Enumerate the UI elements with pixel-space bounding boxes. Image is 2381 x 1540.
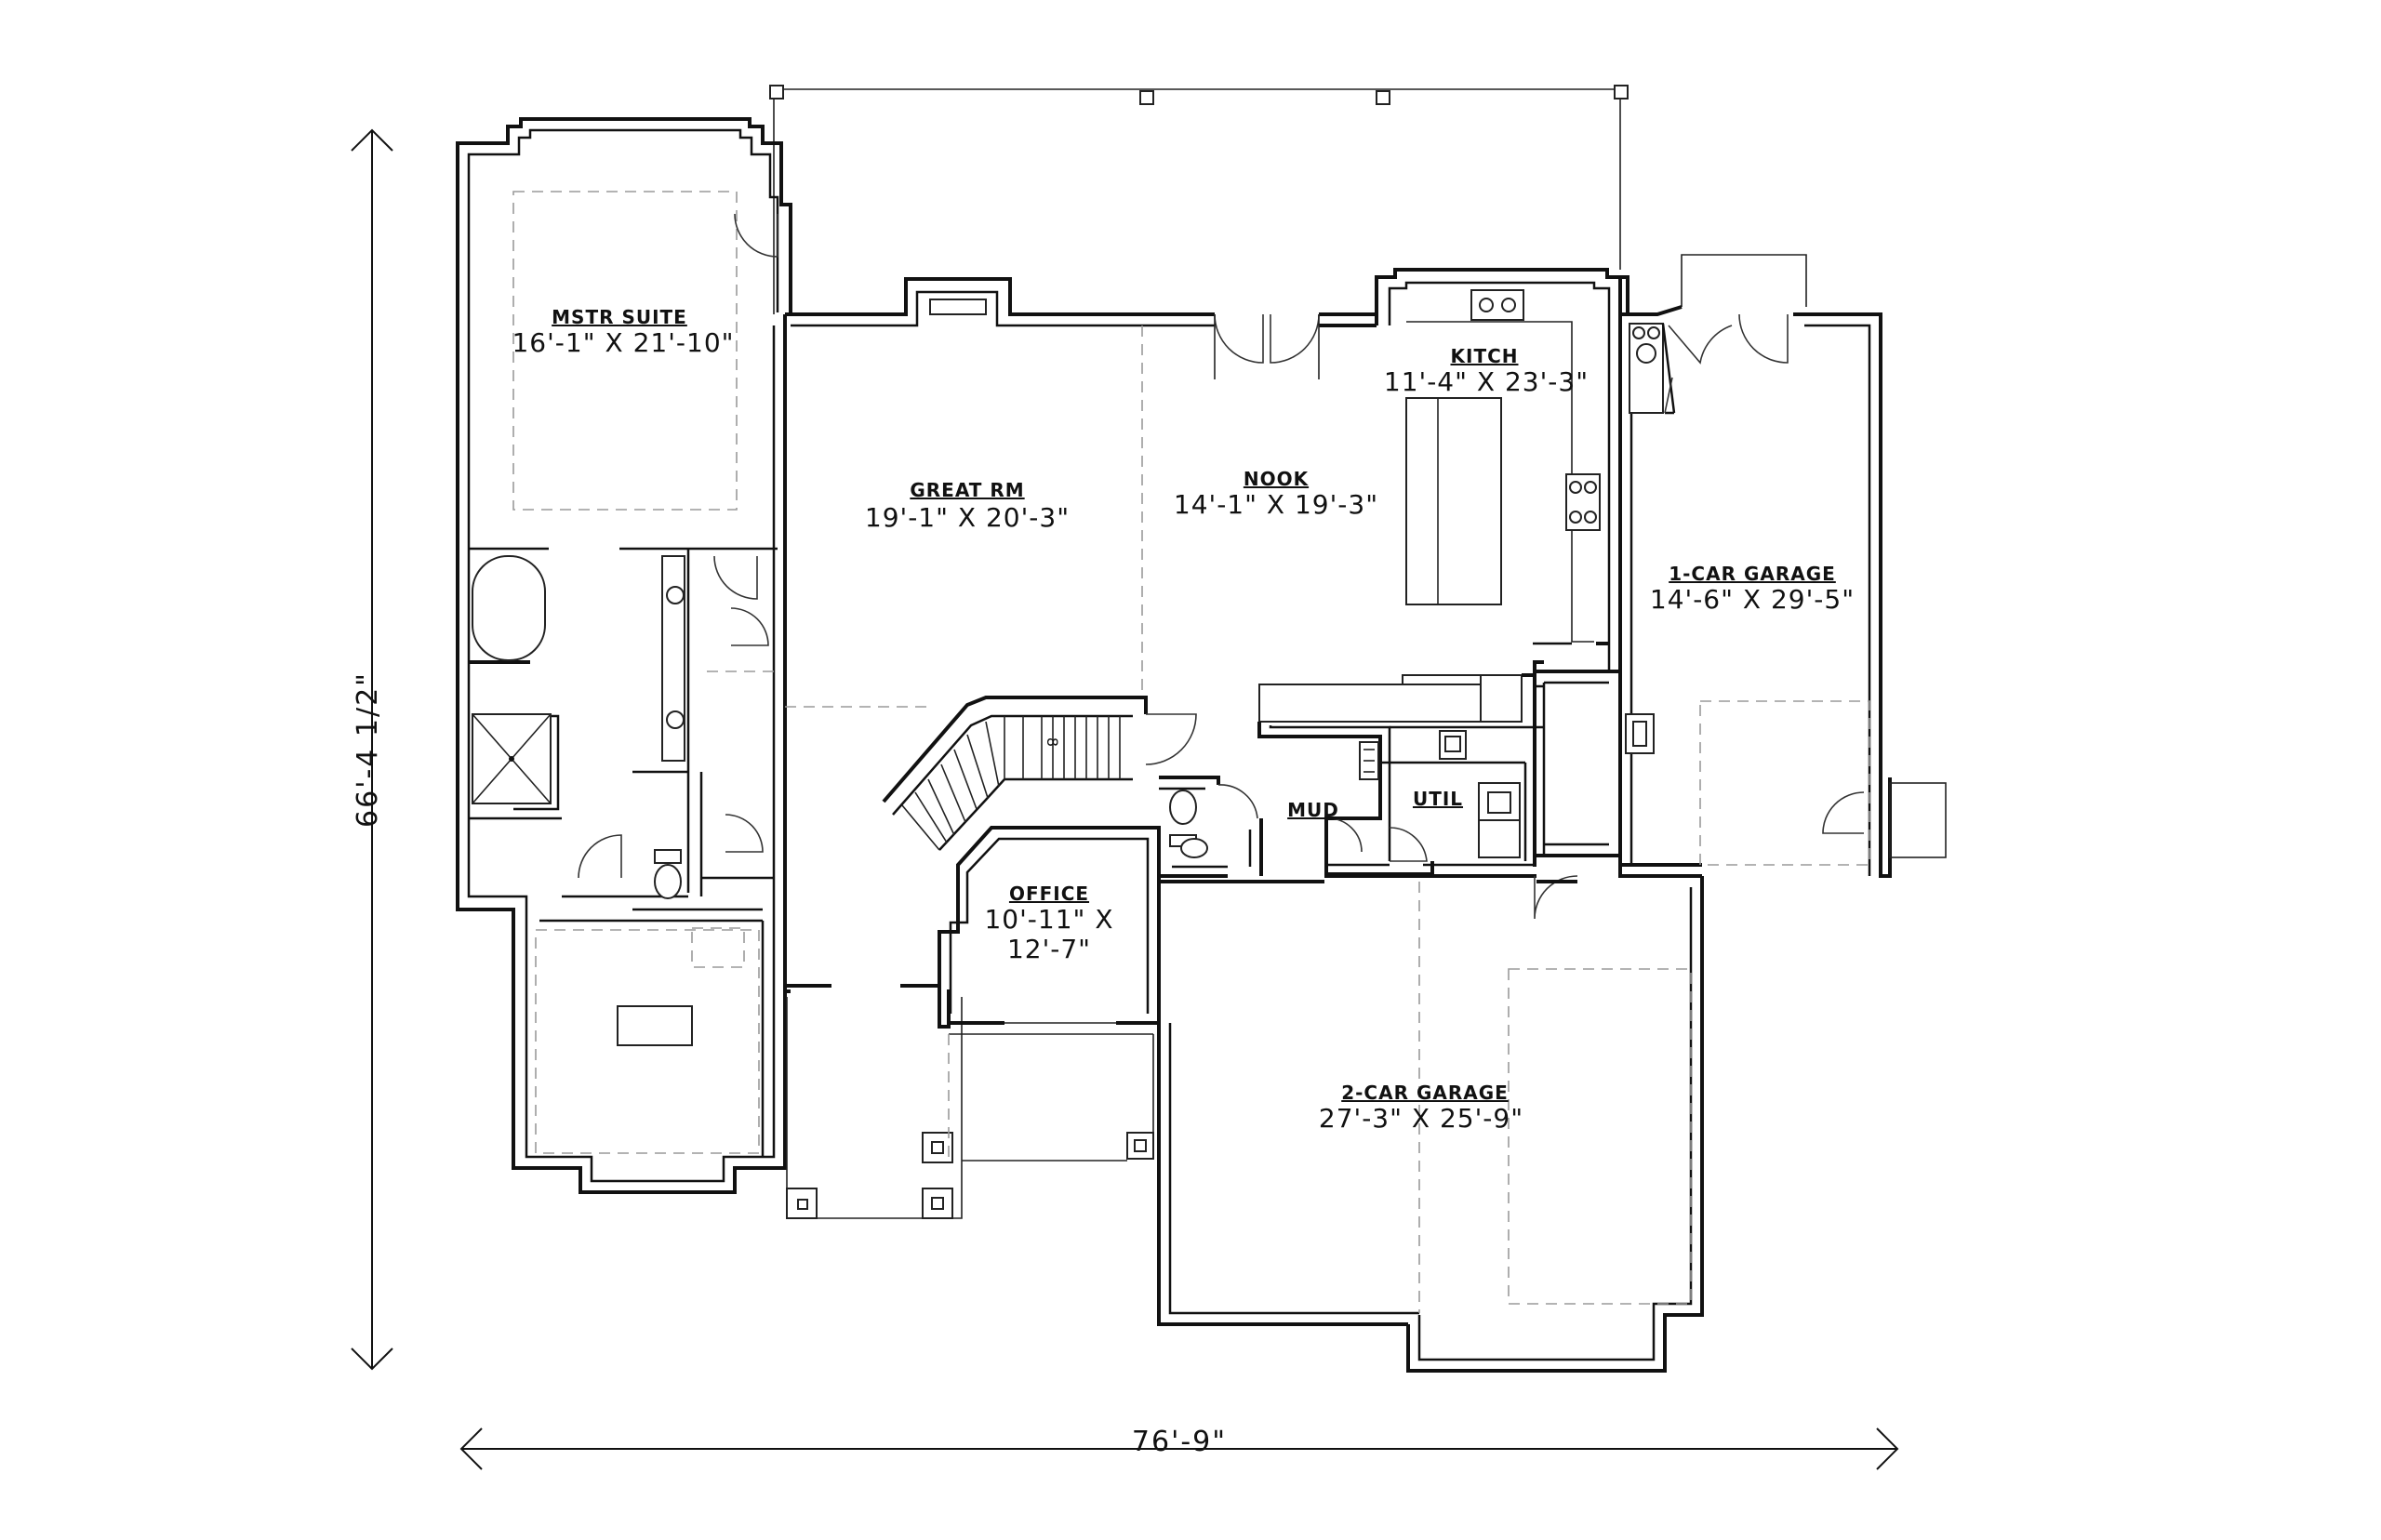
- garage-1-doors: [1664, 313, 1865, 834]
- garage-1-size: 14'-6" X 29'-5": [1650, 584, 1855, 615]
- room-divisions: [707, 325, 1143, 1161]
- garage-1-name: 1-CAR GARAGE: [1669, 563, 1836, 585]
- util-name: UTIL: [1413, 788, 1463, 810]
- garage-1-walls: [1618, 254, 1947, 878]
- dimension-horizontal: 76'-9": [459, 1426, 1899, 1470]
- master-wing-walls: [456, 117, 792, 1194]
- master-wing-fixtures: [472, 191, 760, 1154]
- stair-treads: 8: [901, 716, 1121, 851]
- overall-depth-label: 66'-4 1/2": [352, 671, 384, 828]
- interior-walls: [1159, 642, 1620, 878]
- nook-name: NOOK: [1244, 468, 1310, 490]
- kitchen-fixtures: [1258, 289, 1601, 723]
- kitchen-doors: [1145, 313, 1578, 920]
- nook-size: 14'-1" X 19'-3": [1174, 489, 1378, 520]
- master-wing-doors: [578, 213, 778, 879]
- garage-2-walls: [1148, 876, 1704, 1373]
- mstr-suite-name: MSTR SUITE: [552, 306, 687, 328]
- rear-patio: [769, 85, 1629, 314]
- main-house-walls: [772, 268, 1622, 1219]
- kitch-size: 11'-4" X 23'-3": [1384, 366, 1589, 397]
- stair-count-label: 8: [1044, 737, 1061, 747]
- garage-2-size: 27'-3" X 25'-9": [1319, 1103, 1523, 1134]
- mstr-suite-size: 16'-1" X 21'-10": [512, 327, 734, 358]
- overall-width-label: 76'-9": [1132, 1426, 1227, 1458]
- garage-2-name: 2-CAR GARAGE: [1341, 1082, 1509, 1104]
- kitch-name: KITCH: [1451, 345, 1519, 367]
- office-size-line1: 10'-11" X: [984, 904, 1113, 935]
- office-size-line2: 12'-7": [1007, 934, 1091, 964]
- dimension-vertical: 66'-4 1/2": [351, 128, 393, 1371]
- room-labels: MSTR SUITE 16'-1" X 21'-10" GREAT RM 19'…: [512, 306, 1855, 1134]
- great-rm-name: GREAT RM: [910, 479, 1024, 501]
- mud-name: MUD: [1287, 799, 1339, 821]
- office-name: OFFICE: [1009, 883, 1089, 905]
- great-rm-size: 19'-1" X 20'-3": [865, 502, 1070, 533]
